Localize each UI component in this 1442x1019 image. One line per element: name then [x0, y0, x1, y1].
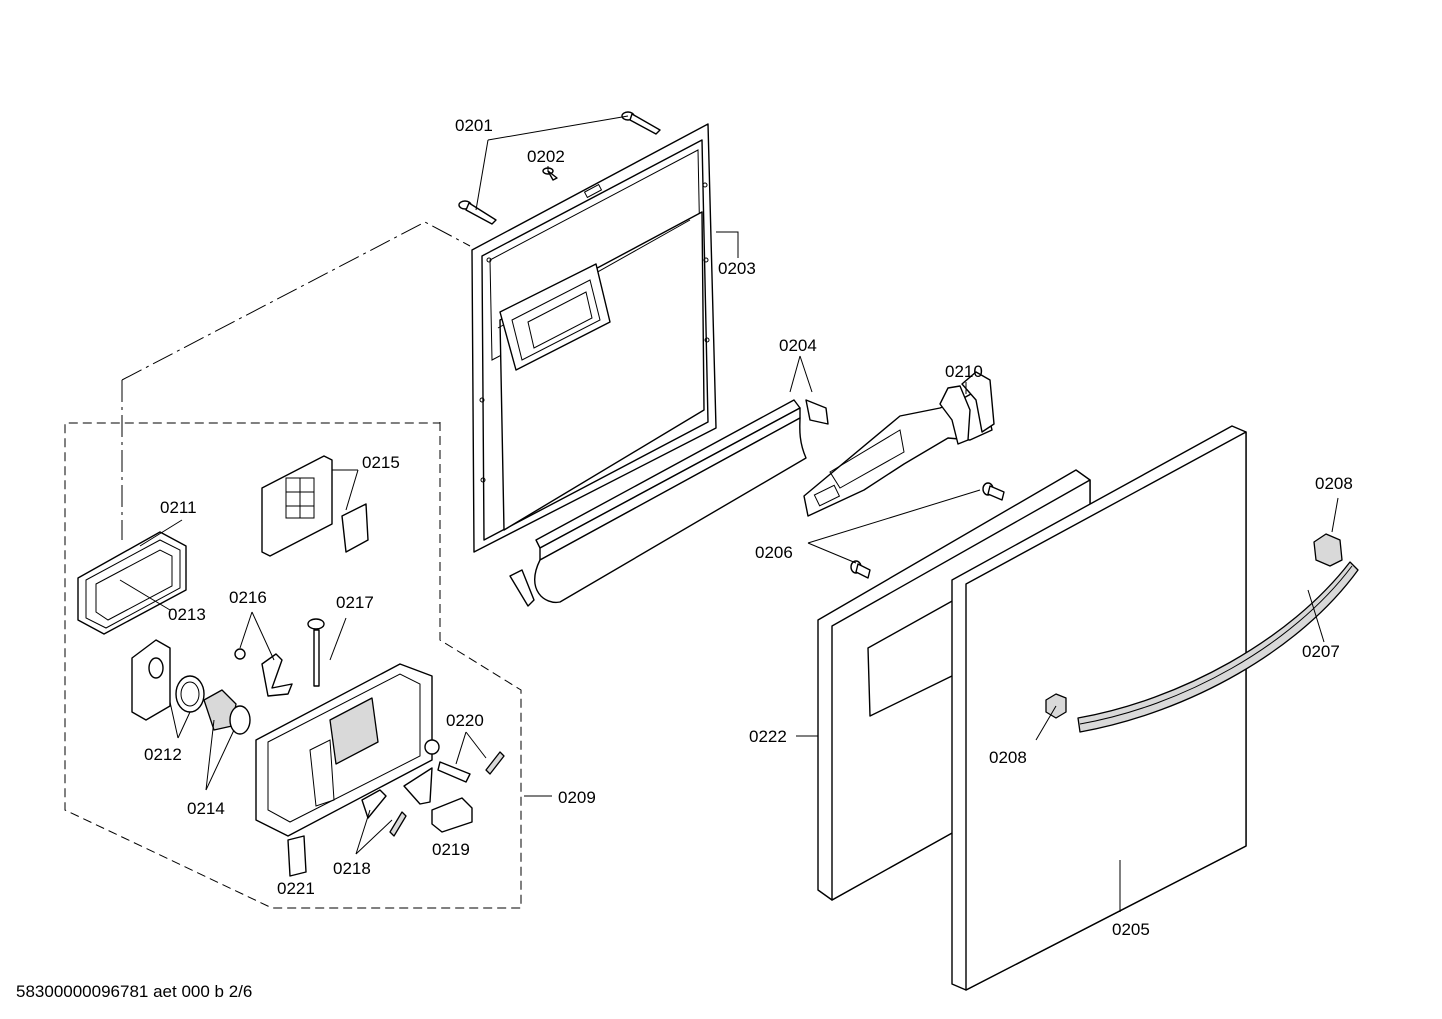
outer-door-panel-0205 [951, 425, 1247, 991]
screw-0206-upper [982, 482, 1005, 501]
leader-lines [119, 115, 1339, 912]
label-0204: 0204 [779, 336, 817, 355]
cover-plate-0215 [261, 455, 369, 557]
label-0214: 0214 [187, 799, 225, 818]
control-module-group-outline [64, 221, 522, 909]
springs-0218 [361, 767, 433, 837]
pin-0217 [307, 618, 325, 687]
hinge-bracket [803, 371, 995, 517]
screw-top [621, 111, 661, 135]
part-labels: 0201 0202 0203 0204 0210 0215 0208 0211 … [144, 116, 1353, 939]
label-0213: 0213 [168, 605, 206, 624]
label-0201: 0201 [455, 116, 493, 135]
small-screw-0202 [542, 167, 558, 181]
inner-door-panel [471, 123, 717, 553]
control-housing-0209 [255, 663, 433, 837]
label-0207: 0207 [1302, 642, 1340, 661]
label-0209: 0209 [558, 788, 596, 807]
label-0206: 0206 [755, 543, 793, 562]
label-0221: 0221 [277, 879, 315, 898]
lever-0216 [234, 648, 293, 697]
label-0218: 0218 [333, 859, 371, 878]
label-0219: 0219 [432, 840, 470, 859]
parts-0220 [424, 739, 505, 783]
rings-and-nozzle [175, 675, 251, 735]
plate-0221 [287, 835, 307, 877]
label-0205: 0205 [1112, 920, 1150, 939]
switch-0219 [431, 797, 473, 833]
screw-0206-lower [850, 560, 871, 579]
label-0222: 0222 [749, 727, 787, 746]
label-0211: 0211 [160, 498, 197, 517]
label-0220: 0220 [446, 711, 484, 730]
label-0212: 0212 [144, 745, 182, 764]
screw-left [458, 200, 497, 225]
door-handle [1077, 561, 1359, 733]
dispenser-cap-0212 [131, 639, 171, 721]
label-0202: 0202 [527, 147, 565, 166]
label-0216: 0216 [229, 588, 267, 607]
drawing-reference: 58300000096781 aet 000 b 2/6 [16, 982, 252, 1001]
label-0203: 0203 [718, 259, 756, 278]
label-0208-bottom: 0208 [989, 748, 1027, 767]
label-0210: 0210 [945, 362, 983, 381]
label-0217: 0217 [336, 593, 374, 612]
label-0215: 0215 [362, 453, 400, 472]
door-rail-profile [509, 399, 829, 607]
seal-frame-0211 [77, 531, 187, 635]
handle-mount-right [1313, 533, 1343, 567]
label-0208-top: 0208 [1315, 474, 1353, 493]
